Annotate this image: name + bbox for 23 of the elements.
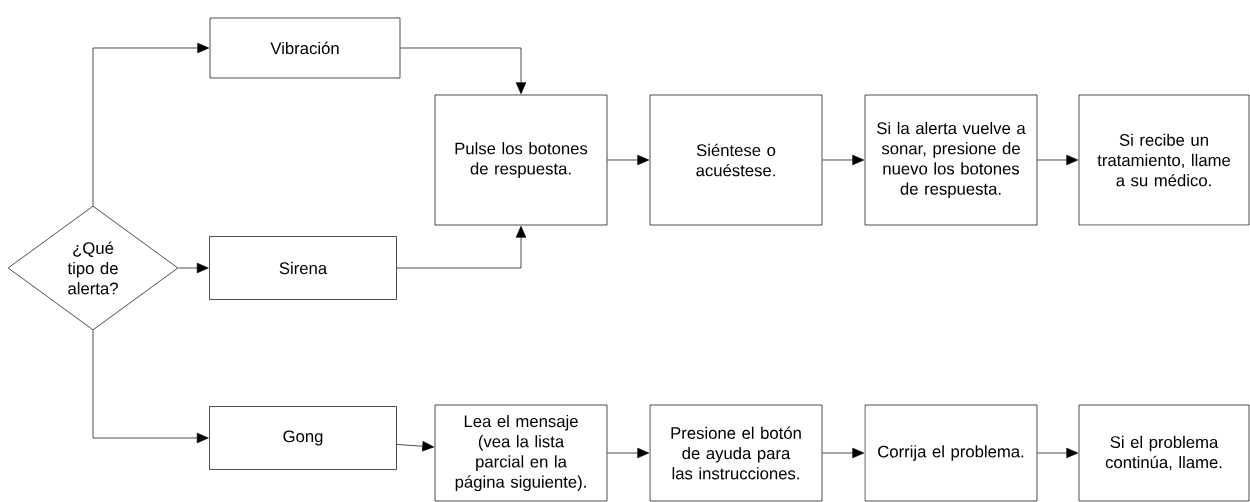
arrow — [178, 262, 209, 274]
arrow — [92, 42, 210, 206]
arrow — [400, 47, 527, 95]
process-box: Siéntese o acuéstese. — [649, 94, 823, 226]
arrow — [607, 447, 650, 459]
process-box: Sirena — [209, 236, 397, 300]
process-box: Lea el mensaje (vea la lista parcial en la página siguiente). — [434, 404, 608, 502]
process-box: Corrija el problema. — [864, 404, 1038, 502]
process-box: Si la alerta vuelve a sonar, presione de nuevo los botones de respuesta. — [864, 94, 1038, 226]
process-box: Vibración — [209, 17, 401, 79]
arrow — [1037, 447, 1079, 459]
arrow — [92, 330, 209, 444]
arrow — [396, 441, 435, 452]
process-box: Gong — [209, 406, 397, 470]
process-box: Si el problema continúa, llame. — [1078, 404, 1250, 502]
process-box: Si recibe un tratamiento, llame a su médico. — [1078, 94, 1250, 226]
arrow — [822, 154, 865, 166]
process-box: Presione el botón de ayuda para las instrucciones. — [649, 404, 823, 502]
arrow — [396, 225, 527, 269]
arrow — [1037, 154, 1079, 166]
arrow — [607, 154, 650, 166]
arrow — [822, 447, 865, 459]
process-box: Pulse los botones de respuesta. — [434, 94, 608, 226]
